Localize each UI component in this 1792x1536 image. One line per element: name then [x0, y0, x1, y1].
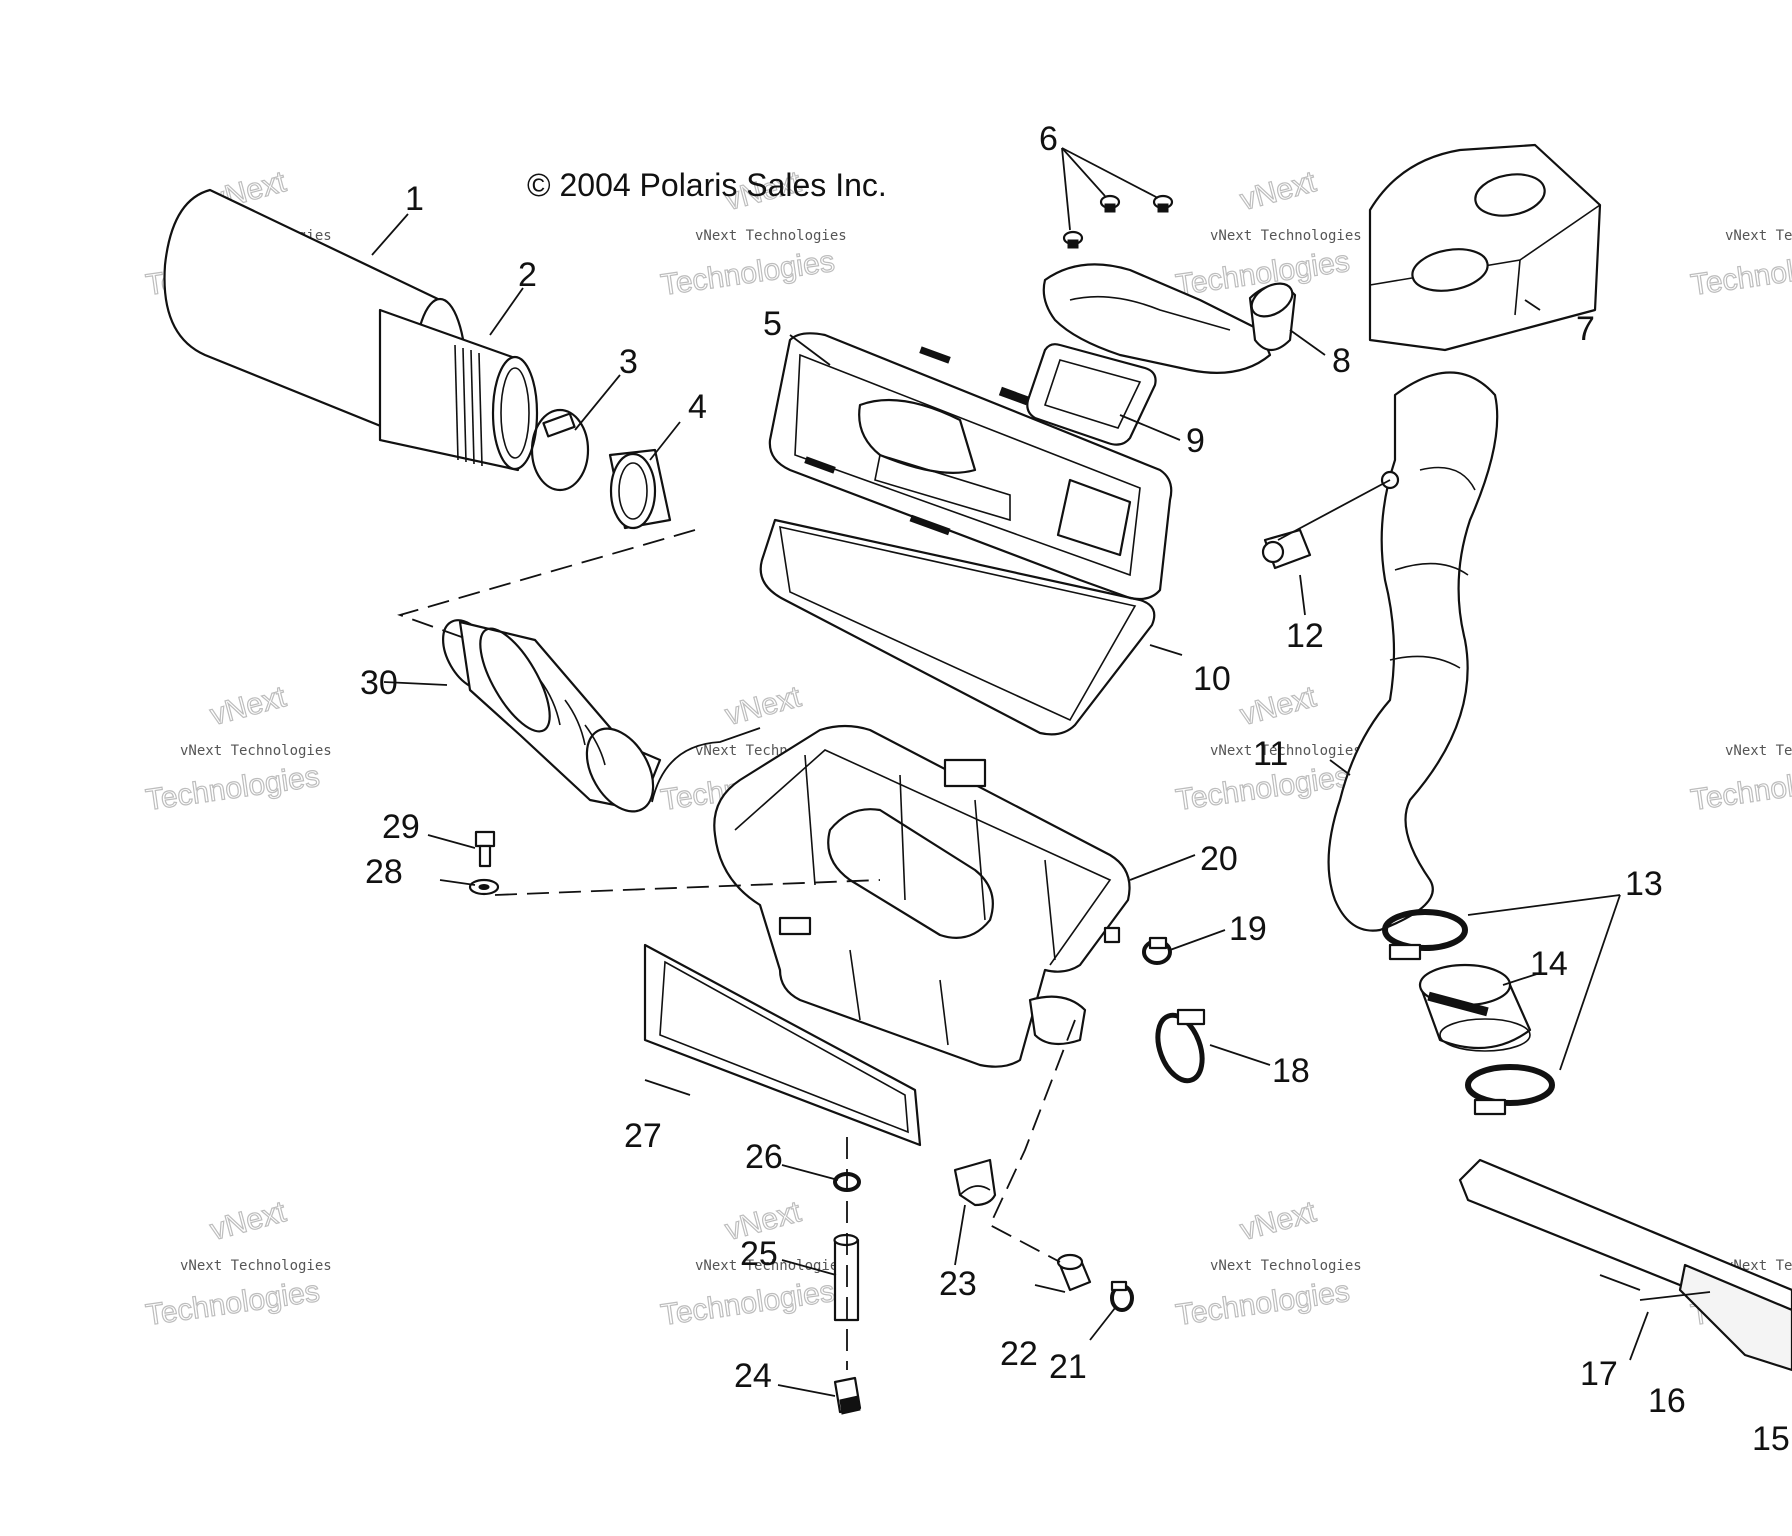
- callout-13: 13: [1625, 865, 1663, 903]
- part-13-clamp-lower: [1465, 1064, 1555, 1116]
- callout-14: 14: [1530, 945, 1568, 983]
- callout-6: 6: [1039, 120, 1058, 158]
- callout-16: 16: [1648, 1382, 1686, 1420]
- part-5-airbox-lid: [768, 332, 1173, 601]
- callout-18: 18: [1272, 1052, 1310, 1090]
- callout-labels: 1 2 3 4 5 6 7 8 9 10 11 12 13 14 15 16 1…: [360, 120, 1790, 1458]
- watermark-technologies: Technologies: [1174, 1275, 1352, 1332]
- part-23-bracket: [953, 1158, 997, 1207]
- part-8-outlet-duct: [1042, 263, 1297, 374]
- watermark-technologies: Technologies: [144, 760, 322, 817]
- watermark-label: vNext Technologies: [1725, 743, 1792, 759]
- part-16-tube-sleeve: [1678, 1263, 1792, 1372]
- callout-12: 12: [1286, 617, 1324, 655]
- part-12-hose-clip: [1261, 528, 1312, 570]
- callout-7: 7: [1576, 310, 1595, 348]
- assembly-lines: [397, 529, 1076, 1370]
- callout-25: 25: [740, 1235, 778, 1273]
- callout-17: 17: [1580, 1355, 1618, 1393]
- part-10-gasket: [759, 518, 1156, 736]
- callout-30: 30: [360, 664, 398, 702]
- part-24-drain-valve: [833, 1376, 862, 1415]
- watermark-vnext: vNext: [1237, 680, 1320, 732]
- callout-4: 4: [688, 388, 707, 426]
- callout-21: 21: [1049, 1348, 1087, 1386]
- callout-9: 9: [1186, 422, 1205, 460]
- watermark-label: vNext Technologies: [1210, 228, 1362, 244]
- part-14-coupler: [1418, 963, 1532, 1052]
- callout-8: 8: [1332, 342, 1351, 380]
- part-19-clamp: [1142, 936, 1172, 965]
- callout-10: 10: [1193, 660, 1231, 698]
- callout-1: 1: [405, 180, 424, 218]
- watermark-vnext: vNext: [1237, 165, 1320, 217]
- leader-lines: [371, 213, 1711, 1397]
- part-13-clamp-upper: [1382, 909, 1468, 961]
- watermark-label: vNext Technologies: [695, 1258, 847, 1274]
- part-28-washer: [468, 878, 500, 896]
- part-6-screws: [1061, 147, 1174, 249]
- callout-29: 29: [382, 808, 420, 846]
- part-21-clip: [1110, 1280, 1134, 1312]
- part-4-coupler: [608, 448, 672, 530]
- part-18-clamp: [1155, 1008, 1206, 1084]
- callout-22: 22: [1000, 1335, 1038, 1373]
- watermark-label: vNext Technologies: [180, 743, 332, 759]
- part-20-airbox: [713, 724, 1131, 1068]
- watermark-label: vNext Technologies: [1210, 1258, 1362, 1274]
- callout-19: 19: [1229, 910, 1267, 948]
- part-11-intake-hose: [1327, 371, 1499, 932]
- callout-3: 3: [619, 343, 638, 381]
- part-22-cap: [1056, 1253, 1092, 1292]
- callout-20: 20: [1200, 840, 1238, 878]
- watermark-vnext: vNext: [207, 680, 290, 732]
- part-7-foam-block: [1368, 143, 1602, 352]
- part-9-duct-gasket: [1026, 343, 1157, 446]
- watermark-technologies: Technologies: [1689, 245, 1792, 302]
- callout-28: 28: [365, 853, 403, 891]
- callout-27: 27: [624, 1117, 662, 1155]
- part-3-clamp: [530, 408, 590, 492]
- callout-5: 5: [763, 305, 782, 343]
- watermark-technologies: Technologies: [659, 245, 837, 302]
- part-30-intake-boot: [441, 619, 662, 813]
- callout-11: 11: [1253, 735, 1288, 773]
- watermark-label: vNext Technologies: [1725, 228, 1792, 244]
- watermark-technologies: Technologies: [659, 1275, 837, 1332]
- part-27-seal-strip: [643, 943, 922, 1147]
- watermark-label: vNext Technologies: [180, 1258, 332, 1274]
- watermark-label: vNext Technologies: [695, 228, 847, 244]
- watermark-vnext: vNext: [1237, 1195, 1320, 1247]
- part-29-bolt: [474, 830, 496, 868]
- callout-15: 15: [1752, 1420, 1790, 1458]
- watermark-vnext: vNext: [722, 680, 805, 732]
- watermark-vnext: vNext: [207, 1195, 290, 1247]
- watermark-technologies: Technologies: [1689, 760, 1792, 817]
- watermark-technologies: Technologies: [144, 1275, 322, 1332]
- callout-23: 23: [939, 1265, 977, 1303]
- part-2-air-filter: [378, 308, 539, 472]
- callout-26: 26: [745, 1138, 783, 1176]
- copyright-notice: © 2004 Polaris Sales Inc.: [527, 167, 887, 203]
- watermark-label: vNext Technologies: [1210, 743, 1362, 759]
- callout-2: 2: [518, 256, 537, 294]
- callout-24: 24: [734, 1357, 772, 1395]
